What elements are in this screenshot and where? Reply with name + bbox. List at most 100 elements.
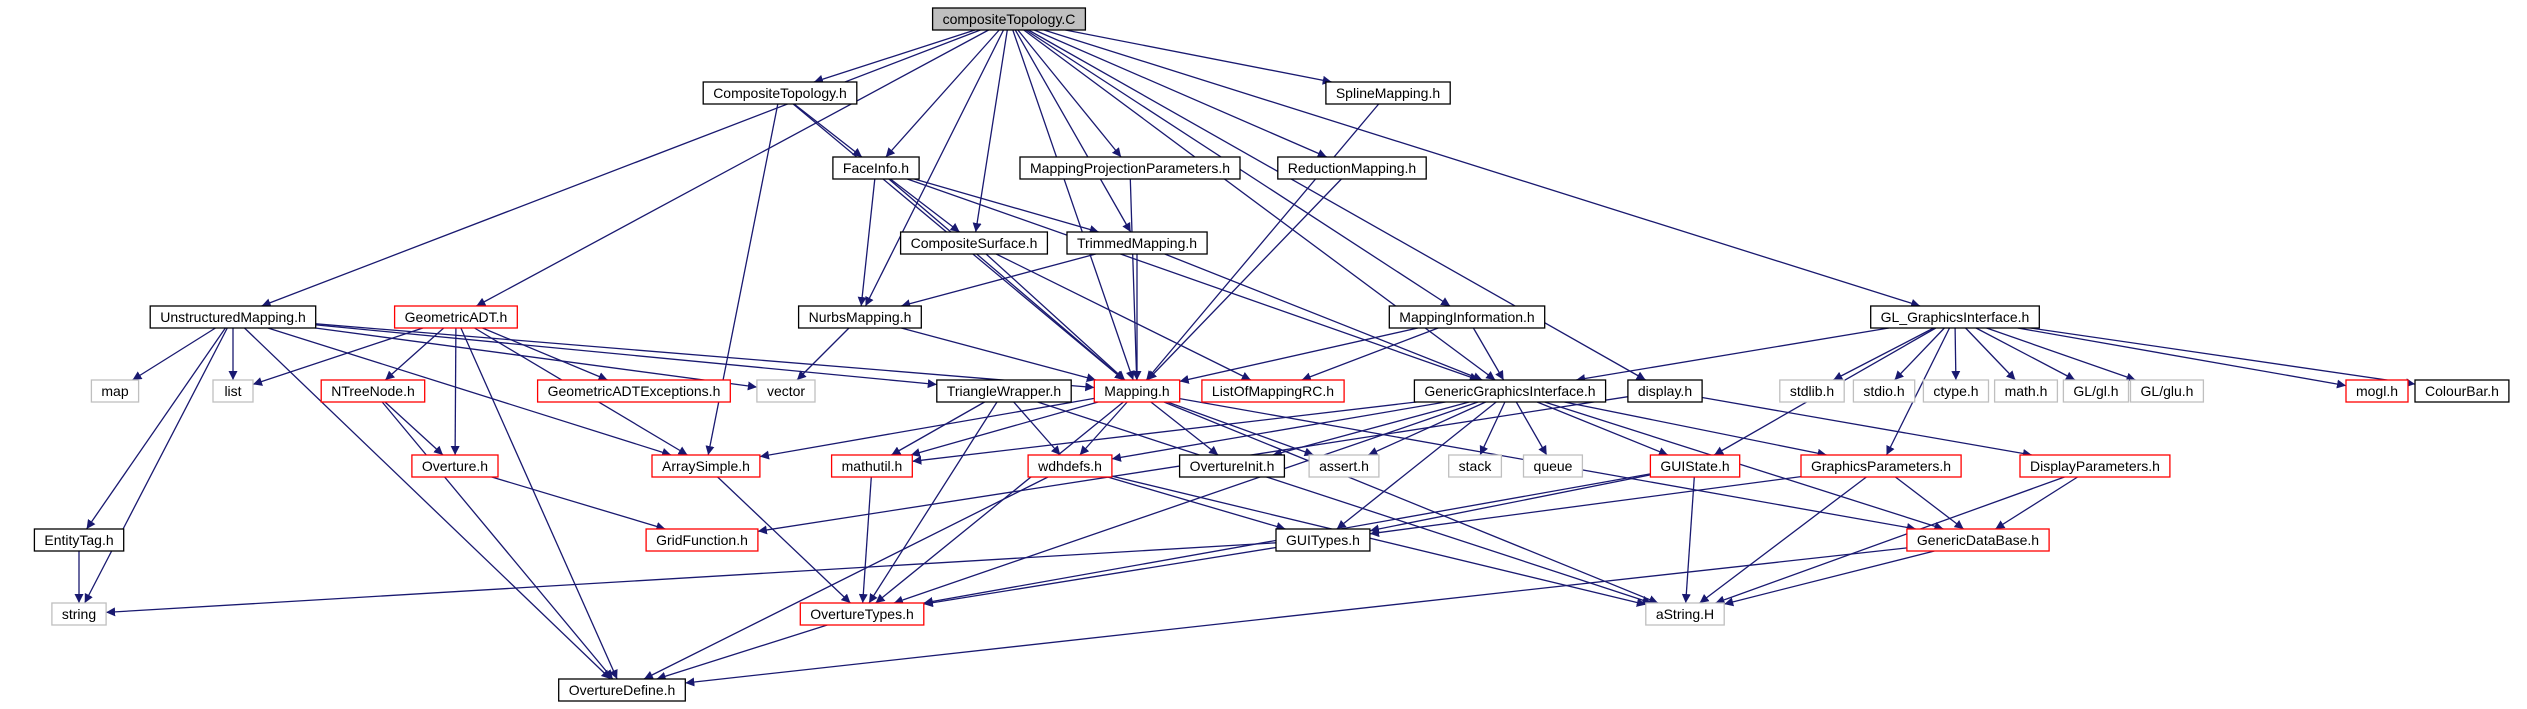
node-label-CompositeSurface_h: CompositeSurface.h	[911, 235, 1038, 251]
node-GL_GraphicsInterface_h[interactable]: GL_GraphicsInterface.h	[1870, 305, 2040, 329]
node-aString_H[interactable]: aString.H	[1645, 602, 1725, 626]
edge-OvertureTypes_h-to-OvertureDefine_h	[656, 624, 828, 681]
node-box-ArraySimple_h	[651, 454, 761, 478]
node-string[interactable]: string	[51, 602, 107, 626]
node-ReductionMapping_h[interactable]: ReductionMapping.h	[1277, 156, 1427, 180]
node-TrimmedMapping_h[interactable]: TrimmedMapping.h	[1066, 231, 1208, 255]
node-SplineMapping_h[interactable]: SplineMapping.h	[1325, 81, 1451, 105]
node-box-UnstructuredMapping_h	[149, 305, 317, 329]
node-wdhdefs_h[interactable]: wdhdefs.h	[1027, 454, 1113, 478]
edge-NTreeNode_h-to-Overture_h	[384, 401, 444, 456]
node-box-MappingProjectionParameters_h	[1019, 156, 1241, 180]
node-box-ListOfMappingRC_h	[1201, 379, 1345, 403]
edge-FaceInfo_h-to-GenericGraphicsInterface_h	[907, 178, 1479, 382]
node-map[interactable]: map	[90, 379, 140, 403]
node-list[interactable]: list	[212, 379, 254, 403]
edge-UnstructuredMapping_h-to-ArraySimple_h	[267, 327, 672, 457]
node-Mapping_h[interactable]: Mapping.h	[1093, 379, 1181, 403]
node-CompositeSurface_h[interactable]: CompositeSurface.h	[899, 231, 1049, 255]
node-queue[interactable]: queue	[1522, 454, 1584, 478]
node-GUITypes_h[interactable]: GUITypes.h	[1275, 528, 1371, 552]
node-display_h[interactable]: display.h	[1627, 379, 1703, 403]
edge-GL_GraphicsInterface_h-to-mogl_h	[2017, 327, 2347, 389]
node-NTreeNode_h[interactable]: NTreeNode.h	[320, 379, 426, 403]
edge-GraphicsParameters_h-to-GUITypes_h	[1369, 475, 1802, 538]
node-vector[interactable]: vector	[756, 379, 816, 403]
node-MappingInformation_h[interactable]: MappingInformation.h	[1388, 305, 1546, 329]
edge-GL_GraphicsInterface_h-to-ColourBar_h	[2030, 327, 2416, 388]
node-assert_h[interactable]: assert.h	[1308, 454, 1380, 478]
node-EntityTag_h[interactable]: EntityTag.h	[33, 528, 125, 552]
edge-GUIState_h-to-aString_H	[1681, 476, 1695, 604]
node-GeometricADTExceptions_h[interactable]: GeometricADTExceptions.h	[536, 379, 731, 403]
node-box-GUIState_h	[1649, 454, 1741, 478]
node-ListOfMappingRC_h[interactable]: ListOfMappingRC.h	[1201, 379, 1345, 403]
edge-Mapping_h-to-OvertureInit_h	[1150, 401, 1219, 456]
node-label-stdlib_h: stdlib.h	[1790, 383, 1834, 399]
node-ColourBar_h[interactable]: ColourBar.h	[2414, 379, 2510, 403]
node-OvertureDefine_h[interactable]: OvertureDefine.h	[558, 678, 686, 702]
node-box-queue	[1522, 454, 1584, 478]
node-stdio_h[interactable]: stdio.h	[1852, 379, 1916, 403]
edge-UnstructuredMapping_h-to-OvertureDefine_h	[244, 327, 611, 680]
node-box-string	[51, 602, 107, 626]
edge-TrimmedMapping_h-to-GenericGraphicsInterface_h	[1164, 253, 1483, 381]
node-box-OvertureTypes_h	[799, 602, 925, 626]
node-NurbsMapping_h[interactable]: NurbsMapping.h	[797, 305, 922, 329]
node-ctype_h[interactable]: ctype.h	[1922, 379, 1990, 403]
edge-GUIState_h-to-GUITypes_h	[1369, 474, 1651, 534]
node-MappingProjectionParameters_h[interactable]: MappingProjectionParameters.h	[1019, 156, 1241, 180]
node-FaceInfo_h[interactable]: FaceInfo.h	[832, 156, 920, 180]
node-math_h[interactable]: math.h	[1993, 379, 2059, 403]
edge-UnstructuredMapping_h-to-Mapping_h	[315, 323, 1095, 392]
node-OvertureTypes_h[interactable]: OvertureTypes.h	[799, 602, 925, 626]
node-CompositeTopology_h[interactable]: CompositeTopology.h	[702, 81, 858, 105]
node-label-aString_H: aString.H	[1656, 606, 1714, 622]
node-box-NTreeNode_h	[320, 379, 426, 403]
node-label-Mapping_h: Mapping.h	[1104, 383, 1169, 399]
node-mathutil_h[interactable]: mathutil.h	[830, 454, 913, 478]
node-box-stdio_h	[1852, 379, 1916, 403]
node-stdlib_h[interactable]: stdlib.h	[1779, 379, 1845, 403]
edge-MappingProjectionParameters_h-to-Mapping_h	[1129, 178, 1141, 381]
node-box-assert_h	[1308, 454, 1380, 478]
node-ArraySimple_h[interactable]: ArraySimple.h	[651, 454, 761, 478]
node-box-mogl_h	[2345, 379, 2409, 403]
edge-GenericGraphicsInterface_h-to-mathutil_h	[912, 401, 1417, 465]
edge-GL_GraphicsInterface_h-to-math_h	[1965, 327, 2016, 381]
node-box-MappingInformation_h	[1388, 305, 1546, 329]
node-label-UnstructuredMapping_h: UnstructuredMapping.h	[160, 309, 306, 325]
node-label-OvertureInit_h: OvertureInit.h	[1190, 458, 1275, 474]
node-GeometricADT_h[interactable]: GeometricADT.h	[393, 305, 518, 329]
node-box-vector	[756, 379, 816, 403]
node-GenericGraphicsInterface_h[interactable]: GenericGraphicsInterface.h	[1413, 379, 1607, 403]
node-mogl_h[interactable]: mogl.h	[2345, 379, 2409, 403]
edge-compositeTopology-to-FaceInfo_h	[885, 29, 1000, 158]
edge-compositeTopology-to-SplineMapping_h	[1065, 29, 1332, 85]
node-stack[interactable]: stack	[1448, 454, 1503, 478]
node-GL_gl_h[interactable]: GL/gl.h	[2062, 379, 2130, 403]
node-box-stack	[1448, 454, 1503, 478]
edge-display_h-to-DisplayParameters_h	[1701, 396, 2033, 458]
node-UnstructuredMapping_h[interactable]: UnstructuredMapping.h	[149, 305, 317, 329]
edge-wdhdefs_h-to-OvertureDefine_h	[643, 476, 1049, 680]
node-box-GL_gl_h	[2062, 379, 2130, 403]
node-GenericDataBase_h[interactable]: GenericDataBase.h	[1906, 528, 2050, 552]
node-box-aString_H	[1645, 602, 1725, 626]
edge-MappingInformation_h-to-ListOfMappingRC_h	[1301, 327, 1439, 381]
edge-UnstructuredMapping_h-to-map	[132, 327, 216, 381]
node-Overture_h[interactable]: Overture.h	[411, 454, 499, 478]
node-GUIState_h[interactable]: GUIState.h	[1649, 454, 1741, 478]
node-label-GraphicsParameters_h: GraphicsParameters.h	[1811, 458, 1951, 474]
node-TriangleWrapper_h[interactable]: TriangleWrapper.h	[936, 379, 1072, 403]
node-DisplayParameters_h[interactable]: DisplayParameters.h	[2019, 454, 2171, 478]
node-GraphicsParameters_h[interactable]: GraphicsParameters.h	[1800, 454, 1962, 478]
node-label-SplineMapping_h: SplineMapping.h	[1336, 85, 1440, 101]
node-compositeTopology[interactable]: compositeTopology.C	[931, 7, 1087, 31]
node-box-OvertureDefine_h	[558, 678, 686, 702]
node-GL_glu_h[interactable]: GL/glu.h	[2129, 379, 2205, 403]
node-GridFunction_h[interactable]: GridFunction.h	[645, 528, 759, 552]
node-label-GeometricADTExceptions_h: GeometricADTExceptions.h	[548, 383, 721, 399]
node-OvertureInit_h[interactable]: OvertureInit.h	[1178, 454, 1286, 478]
